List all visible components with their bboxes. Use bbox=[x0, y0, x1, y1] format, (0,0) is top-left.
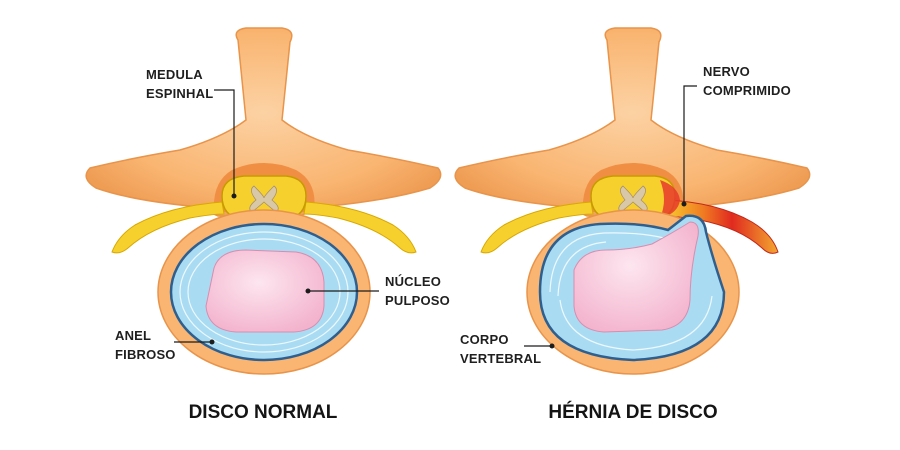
nucleus-pulposus bbox=[205, 249, 325, 333]
normal-vertebra bbox=[85, 27, 442, 375]
label-spinal-cord: MEDULA ESPINHAL bbox=[146, 67, 213, 101]
nerve-root-left bbox=[111, 201, 225, 254]
label-compressed-nerve: NERVO COMPRIMIDO bbox=[703, 64, 791, 98]
herniated-vertebra bbox=[454, 27, 811, 375]
label-vertebral-body: CORPO VERTEBRAL bbox=[460, 332, 541, 366]
nerve-root-left bbox=[480, 201, 594, 254]
labels: MEDULA ESPINHAL NÚCLEO PULPOSO ANEL FIBR… bbox=[115, 64, 791, 366]
label-annulus: ANEL FIBROSO bbox=[115, 328, 176, 362]
title-herniated-disc: HÉRNIA DE DISCO bbox=[548, 401, 717, 423]
title-normal-disc: DISCO NORMAL bbox=[189, 402, 338, 423]
nerve-root-right bbox=[303, 201, 417, 254]
label-nucleus: NÚCLEO PULPOSO bbox=[385, 274, 450, 308]
inflammation bbox=[660, 180, 680, 218]
herniated-nucleus bbox=[573, 221, 699, 333]
